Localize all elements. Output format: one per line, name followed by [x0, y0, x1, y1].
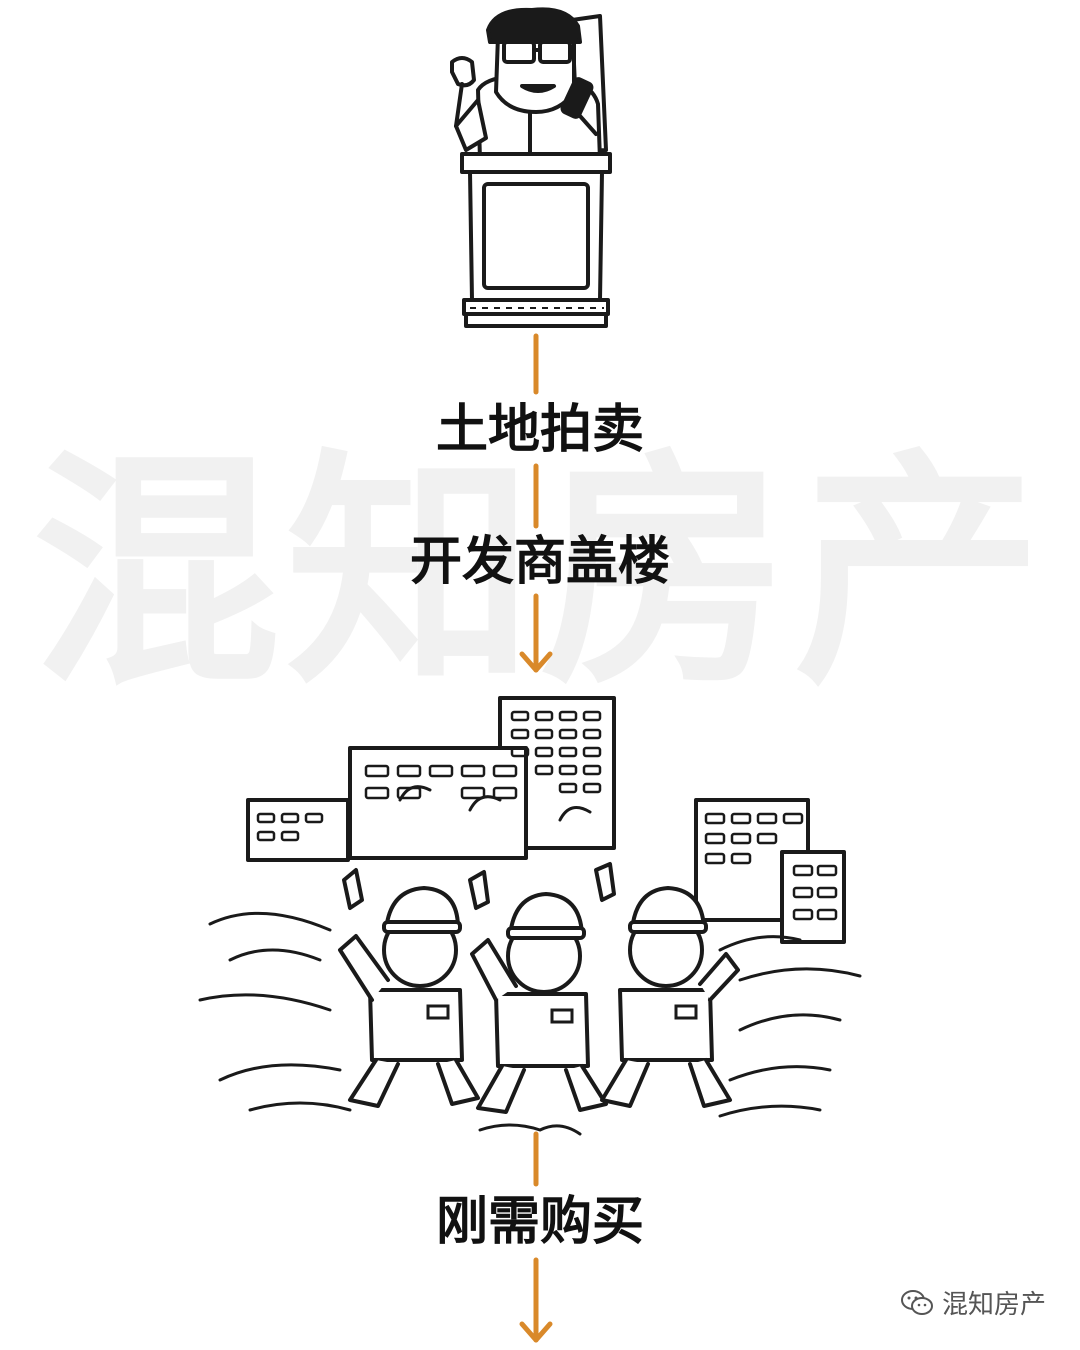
step-label-land-auction: 土地拍卖	[435, 400, 644, 460]
step-label-developer-builds: 开发商盖楼	[409, 532, 670, 592]
auctioneer-illustration	[450, 7, 612, 328]
step-label-rigid-demand-purchase: 刚需购买	[435, 1192, 644, 1252]
account-signature: 混知房产	[900, 1284, 1046, 1321]
arrow-head-icon	[519, 1321, 553, 1343]
account-name: 混知房产	[941, 1290, 1046, 1320]
arrow-head-icon	[519, 651, 553, 673]
wechat-icon	[900, 1289, 933, 1315]
